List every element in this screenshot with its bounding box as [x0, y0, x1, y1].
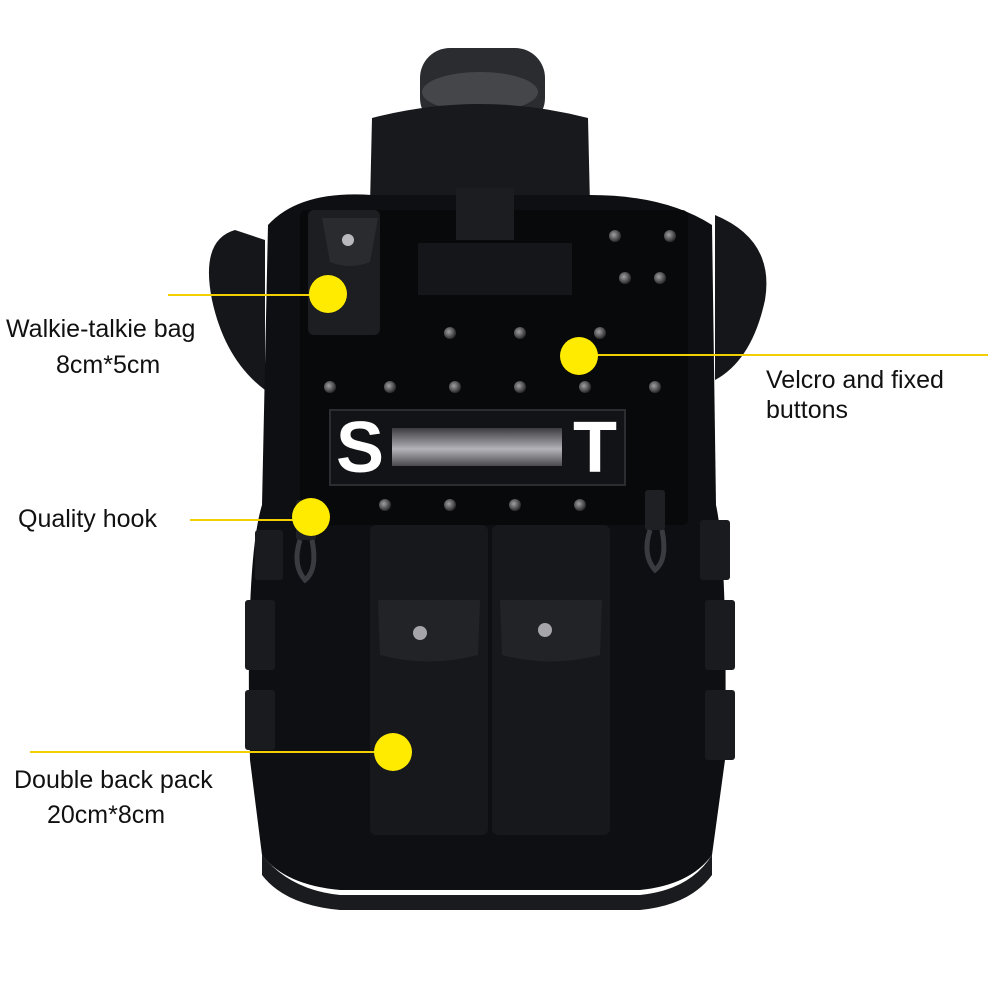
quality-hook-label: Quality hook: [18, 505, 157, 533]
double-pack-marker-dot: [374, 733, 412, 771]
velcro-label-line2: buttons: [766, 396, 849, 424]
quality-hook-marker-dot: [292, 498, 330, 536]
mannequin-left-shoulder: [208, 230, 265, 390]
quality-hook-leader-line: [190, 519, 300, 521]
double-pack-label-line2: 20cm*8cm: [47, 801, 166, 829]
walkie-talkie-label-line1: Walkie-talkie bag: [6, 315, 196, 343]
patch-letter-t: T: [573, 408, 617, 488]
double-pack-leader-line: [30, 751, 385, 753]
vest-collar: [370, 104, 590, 215]
mannequin-right-shoulder: [715, 215, 767, 380]
double-pack-label-line1: Double back pack: [14, 766, 213, 794]
velcro-leader-line: [590, 354, 988, 356]
velcro-marker-dot: [560, 337, 598, 375]
velcro-rivets: [324, 230, 676, 511]
walkie-talkie-leader-line: [168, 294, 328, 296]
velcro-label-line1: Velcro and fixed: [766, 366, 944, 394]
walkie-talkie-marker-dot: [309, 275, 347, 313]
walkie-talkie-label-line2: 8cm*5cm: [56, 351, 161, 379]
patch-letter-s: S: [336, 408, 385, 488]
reflective-stripe: [392, 428, 562, 466]
